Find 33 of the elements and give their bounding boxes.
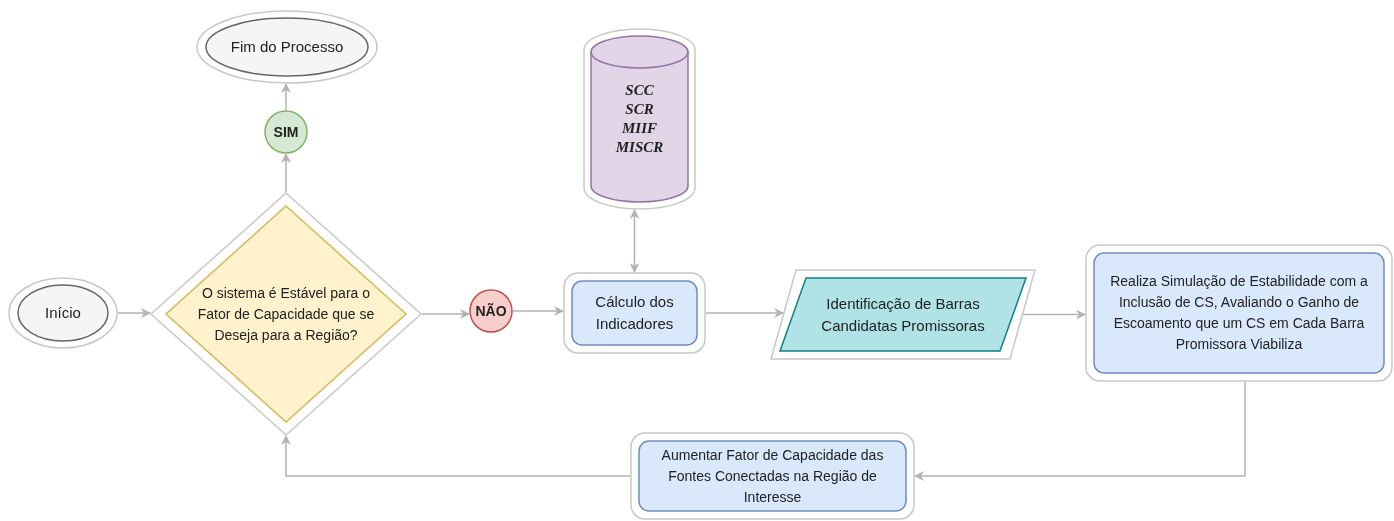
arrow (281, 153, 291, 193)
node-text: Início (45, 302, 81, 323)
node-text: Cálculo dos Indicadores (594, 292, 675, 334)
arrow (281, 83, 291, 111)
data-parallelogram (770, 269, 1036, 360)
arrow (705, 308, 784, 318)
arrow (421, 309, 470, 319)
node-text: SIM (273, 122, 299, 142)
arrow (629, 209, 640, 273)
node-text: Aumentar Fator de Capacidade das Fontes Conectadas na Região de Interesse (660, 445, 885, 507)
node-text: Identificação de Barras Candidatas Promissoras (820, 293, 986, 336)
arrow (914, 381, 1246, 481)
node-text: MISCR (615, 138, 664, 157)
arrow (512, 306, 564, 316)
process-box (630, 432, 915, 520)
process-box (563, 272, 706, 354)
no-circle (469, 289, 513, 333)
node-text: Fim do Processo (230, 36, 344, 57)
node-text: Realiza Simulação de Estabilidade com a Inclusão de CS, Avaliando o Ganho de Escoamento que um CS em Cada Barra Promissora Viabiliza (1109, 272, 1369, 354)
decision-diamond (150, 192, 422, 436)
node-text: MIIF (622, 119, 657, 138)
yes-circle (264, 110, 308, 154)
end-ellipse (196, 10, 378, 84)
arrow (281, 435, 631, 477)
start-ellipse (8, 277, 118, 349)
arrow (117, 308, 151, 318)
node-text: SCC (625, 81, 654, 100)
process-box (1085, 244, 1393, 382)
arrow (1022, 309, 1086, 320)
node-text: NÃO (475, 301, 507, 321)
database-cylinder (583, 28, 696, 210)
node-text: O sistema é Estável para o Fator de Capacidade que se Deseja para a Região? (196, 283, 376, 345)
node-text: SCR (625, 100, 654, 119)
